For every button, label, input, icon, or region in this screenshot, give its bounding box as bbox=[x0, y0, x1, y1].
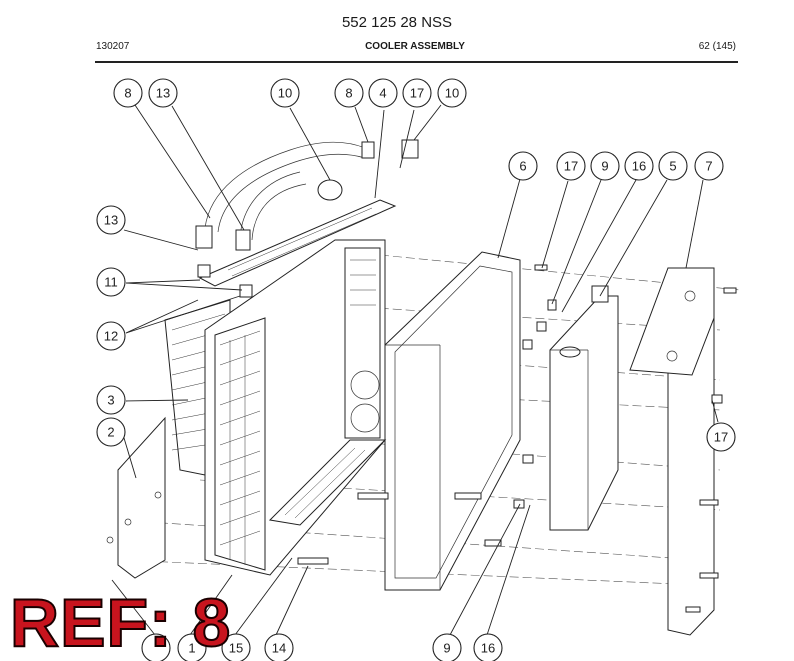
callout-8-top-right: 8 bbox=[334, 78, 364, 108]
svg-text:10: 10 bbox=[278, 86, 292, 101]
svg-text:10: 10 bbox=[445, 86, 459, 101]
document-number: 552 125 28 NSS bbox=[341, 14, 453, 31]
radiator-core bbox=[549, 285, 619, 531]
callout-10-top-left: 10 bbox=[270, 78, 300, 108]
callout-14: 14 bbox=[264, 633, 294, 661]
svg-text:15: 15 bbox=[229, 641, 243, 656]
svg-text:13: 13 bbox=[104, 213, 118, 228]
callout-13-top: 13 bbox=[148, 78, 178, 108]
callout-11: 11 bbox=[96, 267, 126, 297]
callout-4: 4 bbox=[368, 78, 398, 108]
callout-partial-bottom-left bbox=[141, 633, 171, 661]
callout-12: 12 bbox=[96, 321, 126, 351]
callout-10-top-right: 10 bbox=[437, 78, 467, 108]
callout-16-bottom: 16 bbox=[473, 633, 503, 661]
reference-stamp: REF: 8 bbox=[9, 585, 232, 661]
callout-5: 5 bbox=[658, 151, 688, 181]
svg-text:9: 9 bbox=[601, 159, 608, 174]
callout-16-top: 16 bbox=[624, 151, 654, 181]
callout-7: 7 bbox=[694, 151, 724, 181]
svg-text:16: 16 bbox=[481, 641, 495, 656]
callout-17-top: 17 bbox=[402, 78, 432, 108]
callout-8-top: 8 bbox=[113, 78, 143, 108]
callout-1: 1 bbox=[177, 633, 207, 661]
svg-text:17: 17 bbox=[410, 86, 424, 101]
svg-text:6: 6 bbox=[519, 159, 526, 174]
svg-text:11: 11 bbox=[104, 275, 118, 290]
svg-text:7: 7 bbox=[705, 159, 712, 174]
svg-text:8: 8 bbox=[345, 86, 352, 101]
callout-6: 6 bbox=[508, 151, 538, 181]
svg-text:3: 3 bbox=[107, 393, 114, 408]
rear-shroud-plate bbox=[629, 267, 715, 636]
cooler-frame bbox=[384, 251, 521, 591]
callout-17-right: 17 bbox=[556, 151, 586, 181]
callout-15: 15 bbox=[221, 633, 251, 661]
svg-text:5: 5 bbox=[669, 159, 676, 174]
svg-text:4: 4 bbox=[379, 86, 386, 101]
header-divider bbox=[95, 61, 738, 63]
date-code: 130207 bbox=[96, 41, 130, 52]
fasteners bbox=[297, 264, 737, 613]
svg-text:16: 16 bbox=[632, 159, 646, 174]
svg-text:17: 17 bbox=[714, 430, 728, 445]
callout-9-bottom: 9 bbox=[432, 633, 462, 661]
svg-text:12: 12 bbox=[104, 329, 118, 344]
page-number: 62 (145) bbox=[698, 41, 736, 52]
callout-17-side: 17 bbox=[706, 422, 736, 452]
callout-9-top: 9 bbox=[590, 151, 620, 181]
top-tank-plate bbox=[198, 199, 397, 287]
svg-text:14: 14 bbox=[272, 641, 286, 656]
callout-leaders bbox=[111, 104, 719, 636]
svg-text:2: 2 bbox=[107, 425, 114, 440]
callout-3: 3 bbox=[96, 385, 126, 415]
callout-2: 2 bbox=[96, 417, 126, 447]
svg-text:8: 8 bbox=[124, 86, 131, 101]
svg-text:1: 1 bbox=[188, 641, 195, 656]
svg-text:9: 9 bbox=[443, 641, 450, 656]
svg-text:13: 13 bbox=[156, 86, 170, 101]
svg-text:17: 17 bbox=[564, 159, 578, 174]
callout-13-left: 13 bbox=[96, 205, 126, 235]
page-title: COOLER ASSEMBLY bbox=[365, 41, 465, 52]
radiator-housing bbox=[204, 239, 387, 576]
